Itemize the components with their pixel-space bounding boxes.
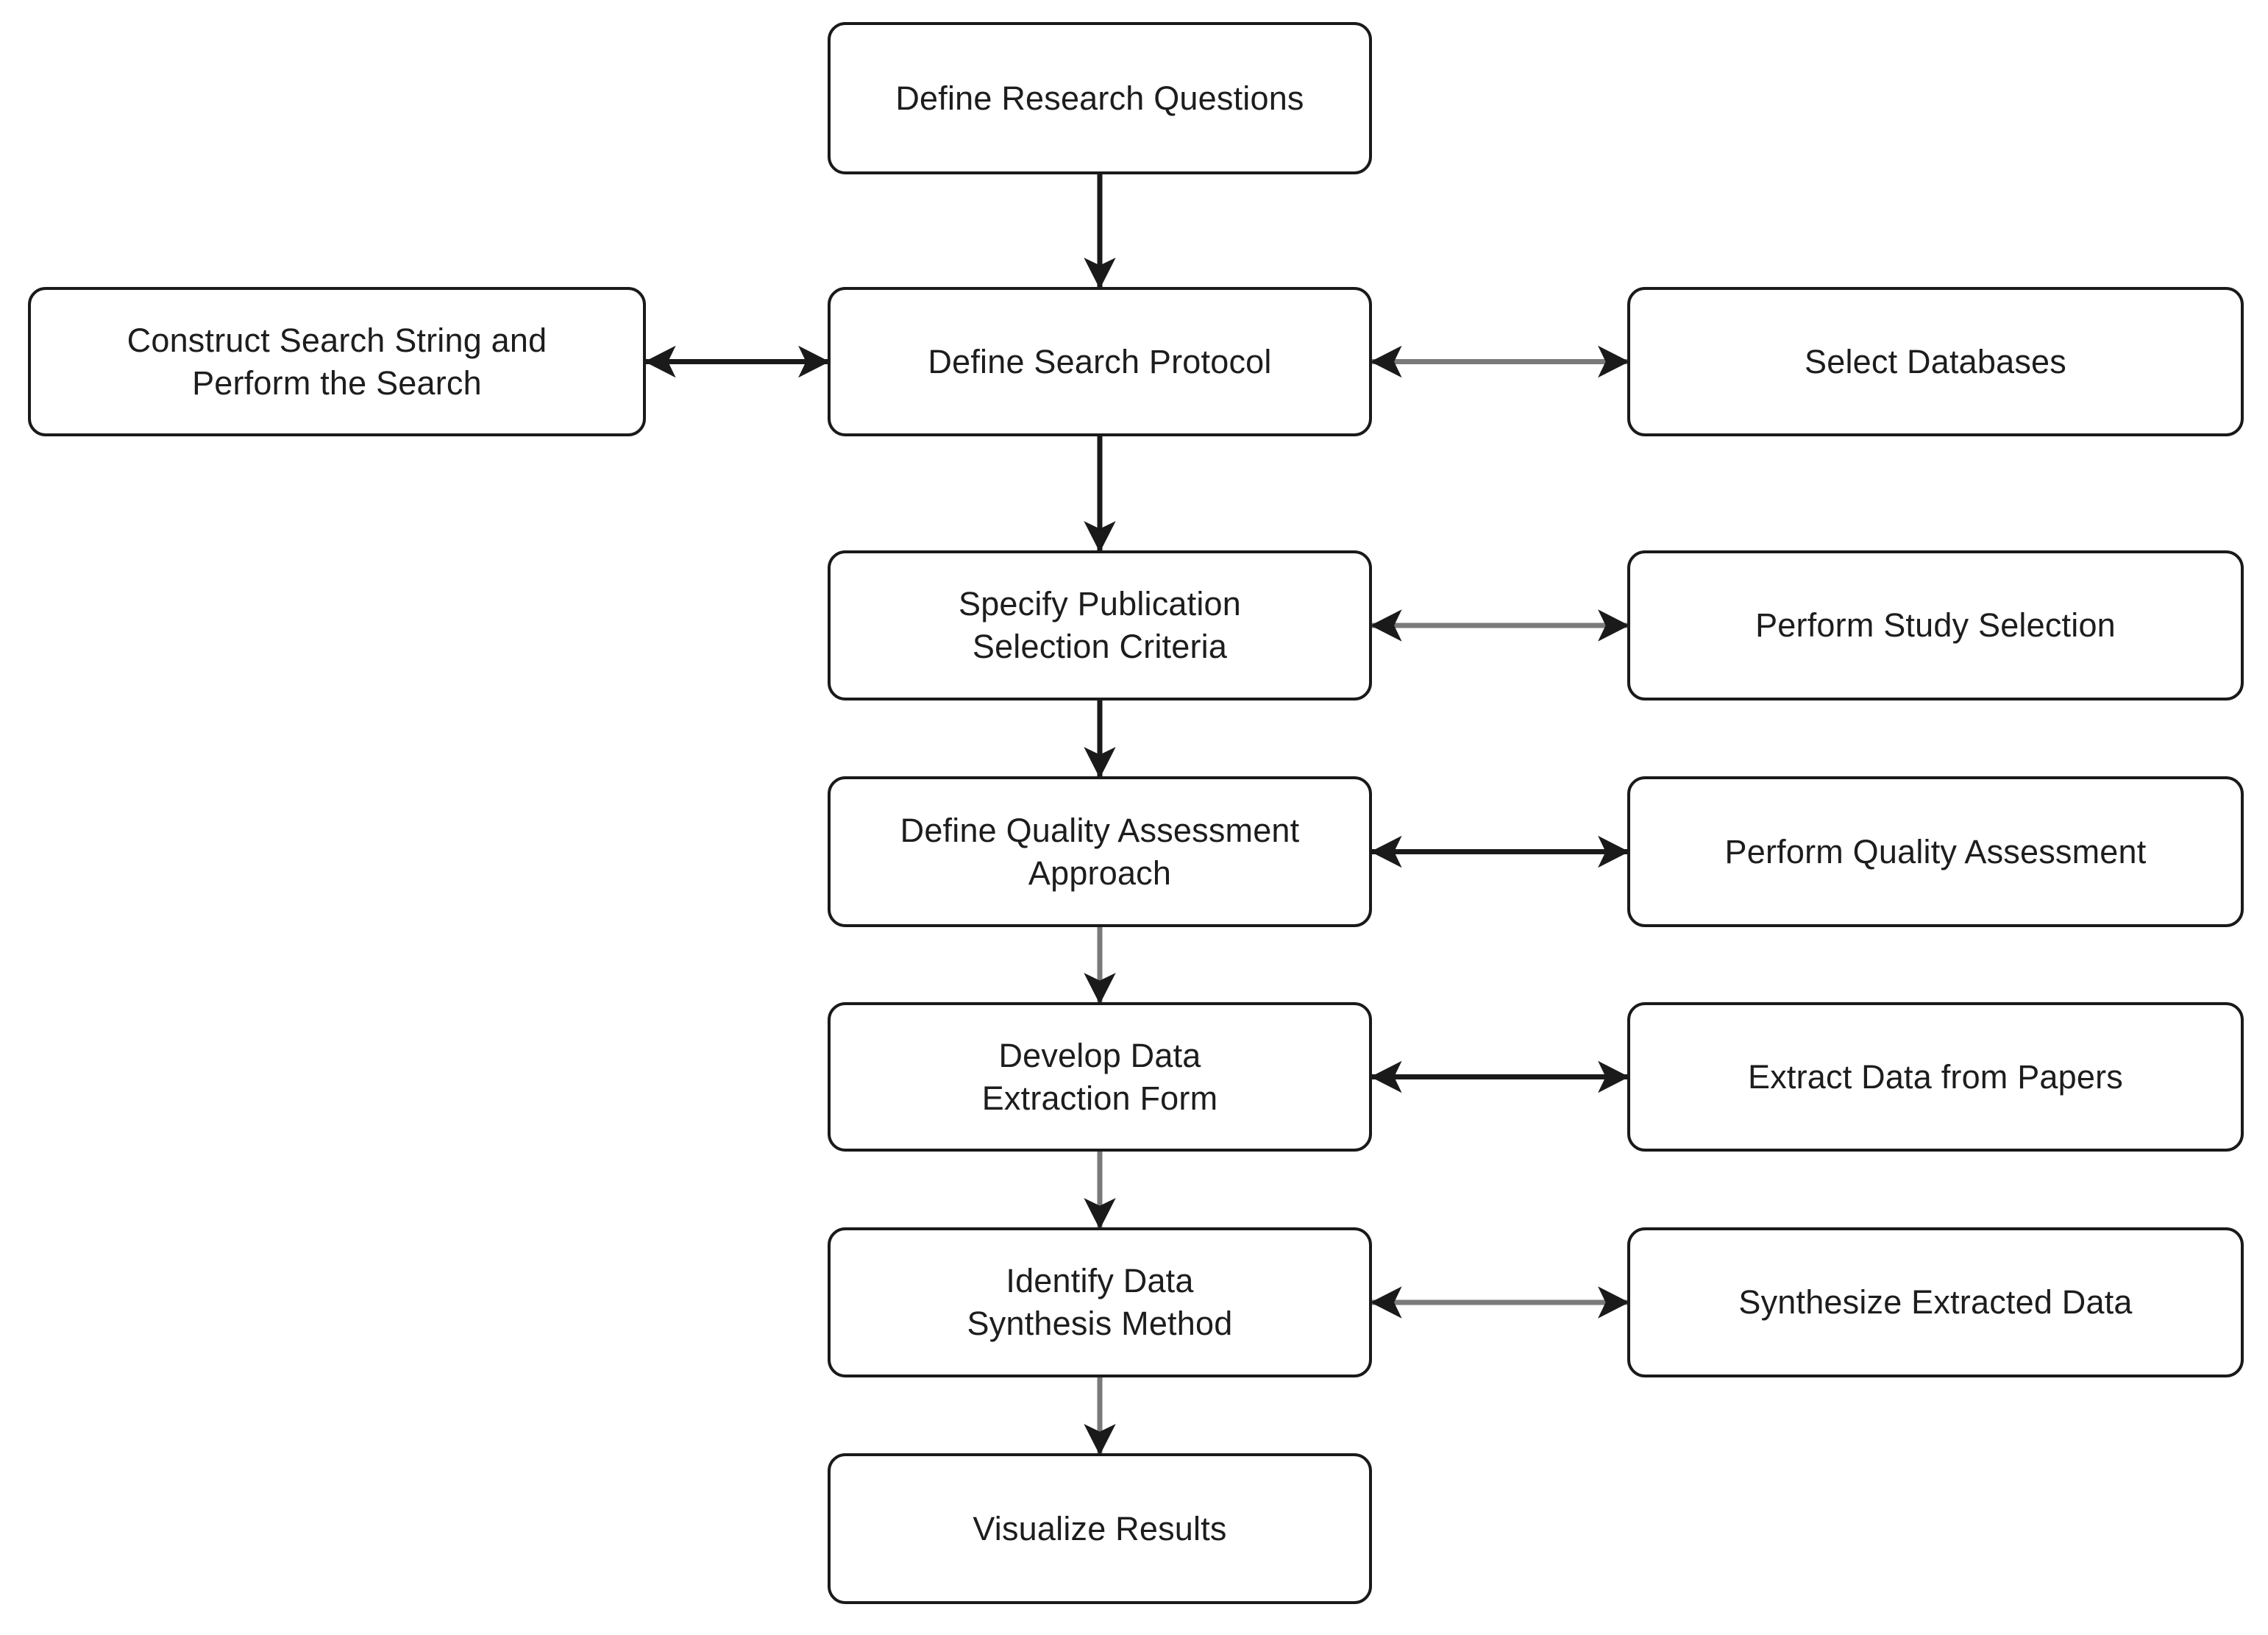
node-label-specify-publication-selection-criteria: Specify Publication Selection Criteria [958,585,1241,665]
node-define-search-protocol[interactable]: Define Search Protocol [828,287,1372,436]
node-define-research-questions[interactable]: Define Research Questions [828,22,1372,174]
node-extract-data-from-papers[interactable]: Extract Data from Papers [1627,1002,2244,1152]
node-define-quality-assessment-approach[interactable]: Define Quality Assessment Approach [828,776,1372,927]
node-label-extract-data-from-papers: Extract Data from Papers [1748,1057,2123,1096]
node-construct-search-string[interactable]: Construct Search String and Perform the … [28,287,646,436]
node-label-define-research-questions: Define Research Questions [895,79,1304,117]
node-label-perform-study-selection: Perform Study Selection [1755,606,2116,645]
node-select-databases[interactable]: Select Databases [1627,287,2244,436]
node-visualize-results[interactable]: Visualize Results [828,1453,1372,1604]
node-label-identify-data-synthesis-method: Identify Data Synthesis Method [967,1262,1233,1342]
node-perform-study-selection[interactable]: Perform Study Selection [1627,550,2244,701]
node-label-perform-quality-assessment: Perform Quality Assessment [1724,832,2147,870]
node-identify-data-synthesis-method[interactable]: Identify Data Synthesis Method [828,1227,1372,1377]
node-develop-data-extraction-form[interactable]: Develop Data Extraction Form [828,1002,1372,1152]
node-label-define-quality-assessment-approach: Define Quality Assessment Approach [900,811,1300,892]
node-synthesize-extracted-data[interactable]: Synthesize Extracted Data [1627,1227,2244,1377]
node-label-construct-search-string: Construct Search String and Perform the … [127,321,547,402]
node-specify-publication-selection-criteria[interactable]: Specify Publication Selection Criteria [828,550,1372,701]
node-label-visualize-results: Visualize Results [973,1509,1227,1547]
node-label-define-search-protocol: Define Search Protocol [928,342,1272,380]
node-label-select-databases: Select Databases [1805,342,2066,380]
node-label-develop-data-extraction-form: Develop Data Extraction Form [981,1036,1218,1117]
node-perform-quality-assessment[interactable]: Perform Quality Assessment [1627,776,2244,927]
node-label-synthesize-extracted-data: Synthesize Extracted Data [1738,1283,2133,1322]
